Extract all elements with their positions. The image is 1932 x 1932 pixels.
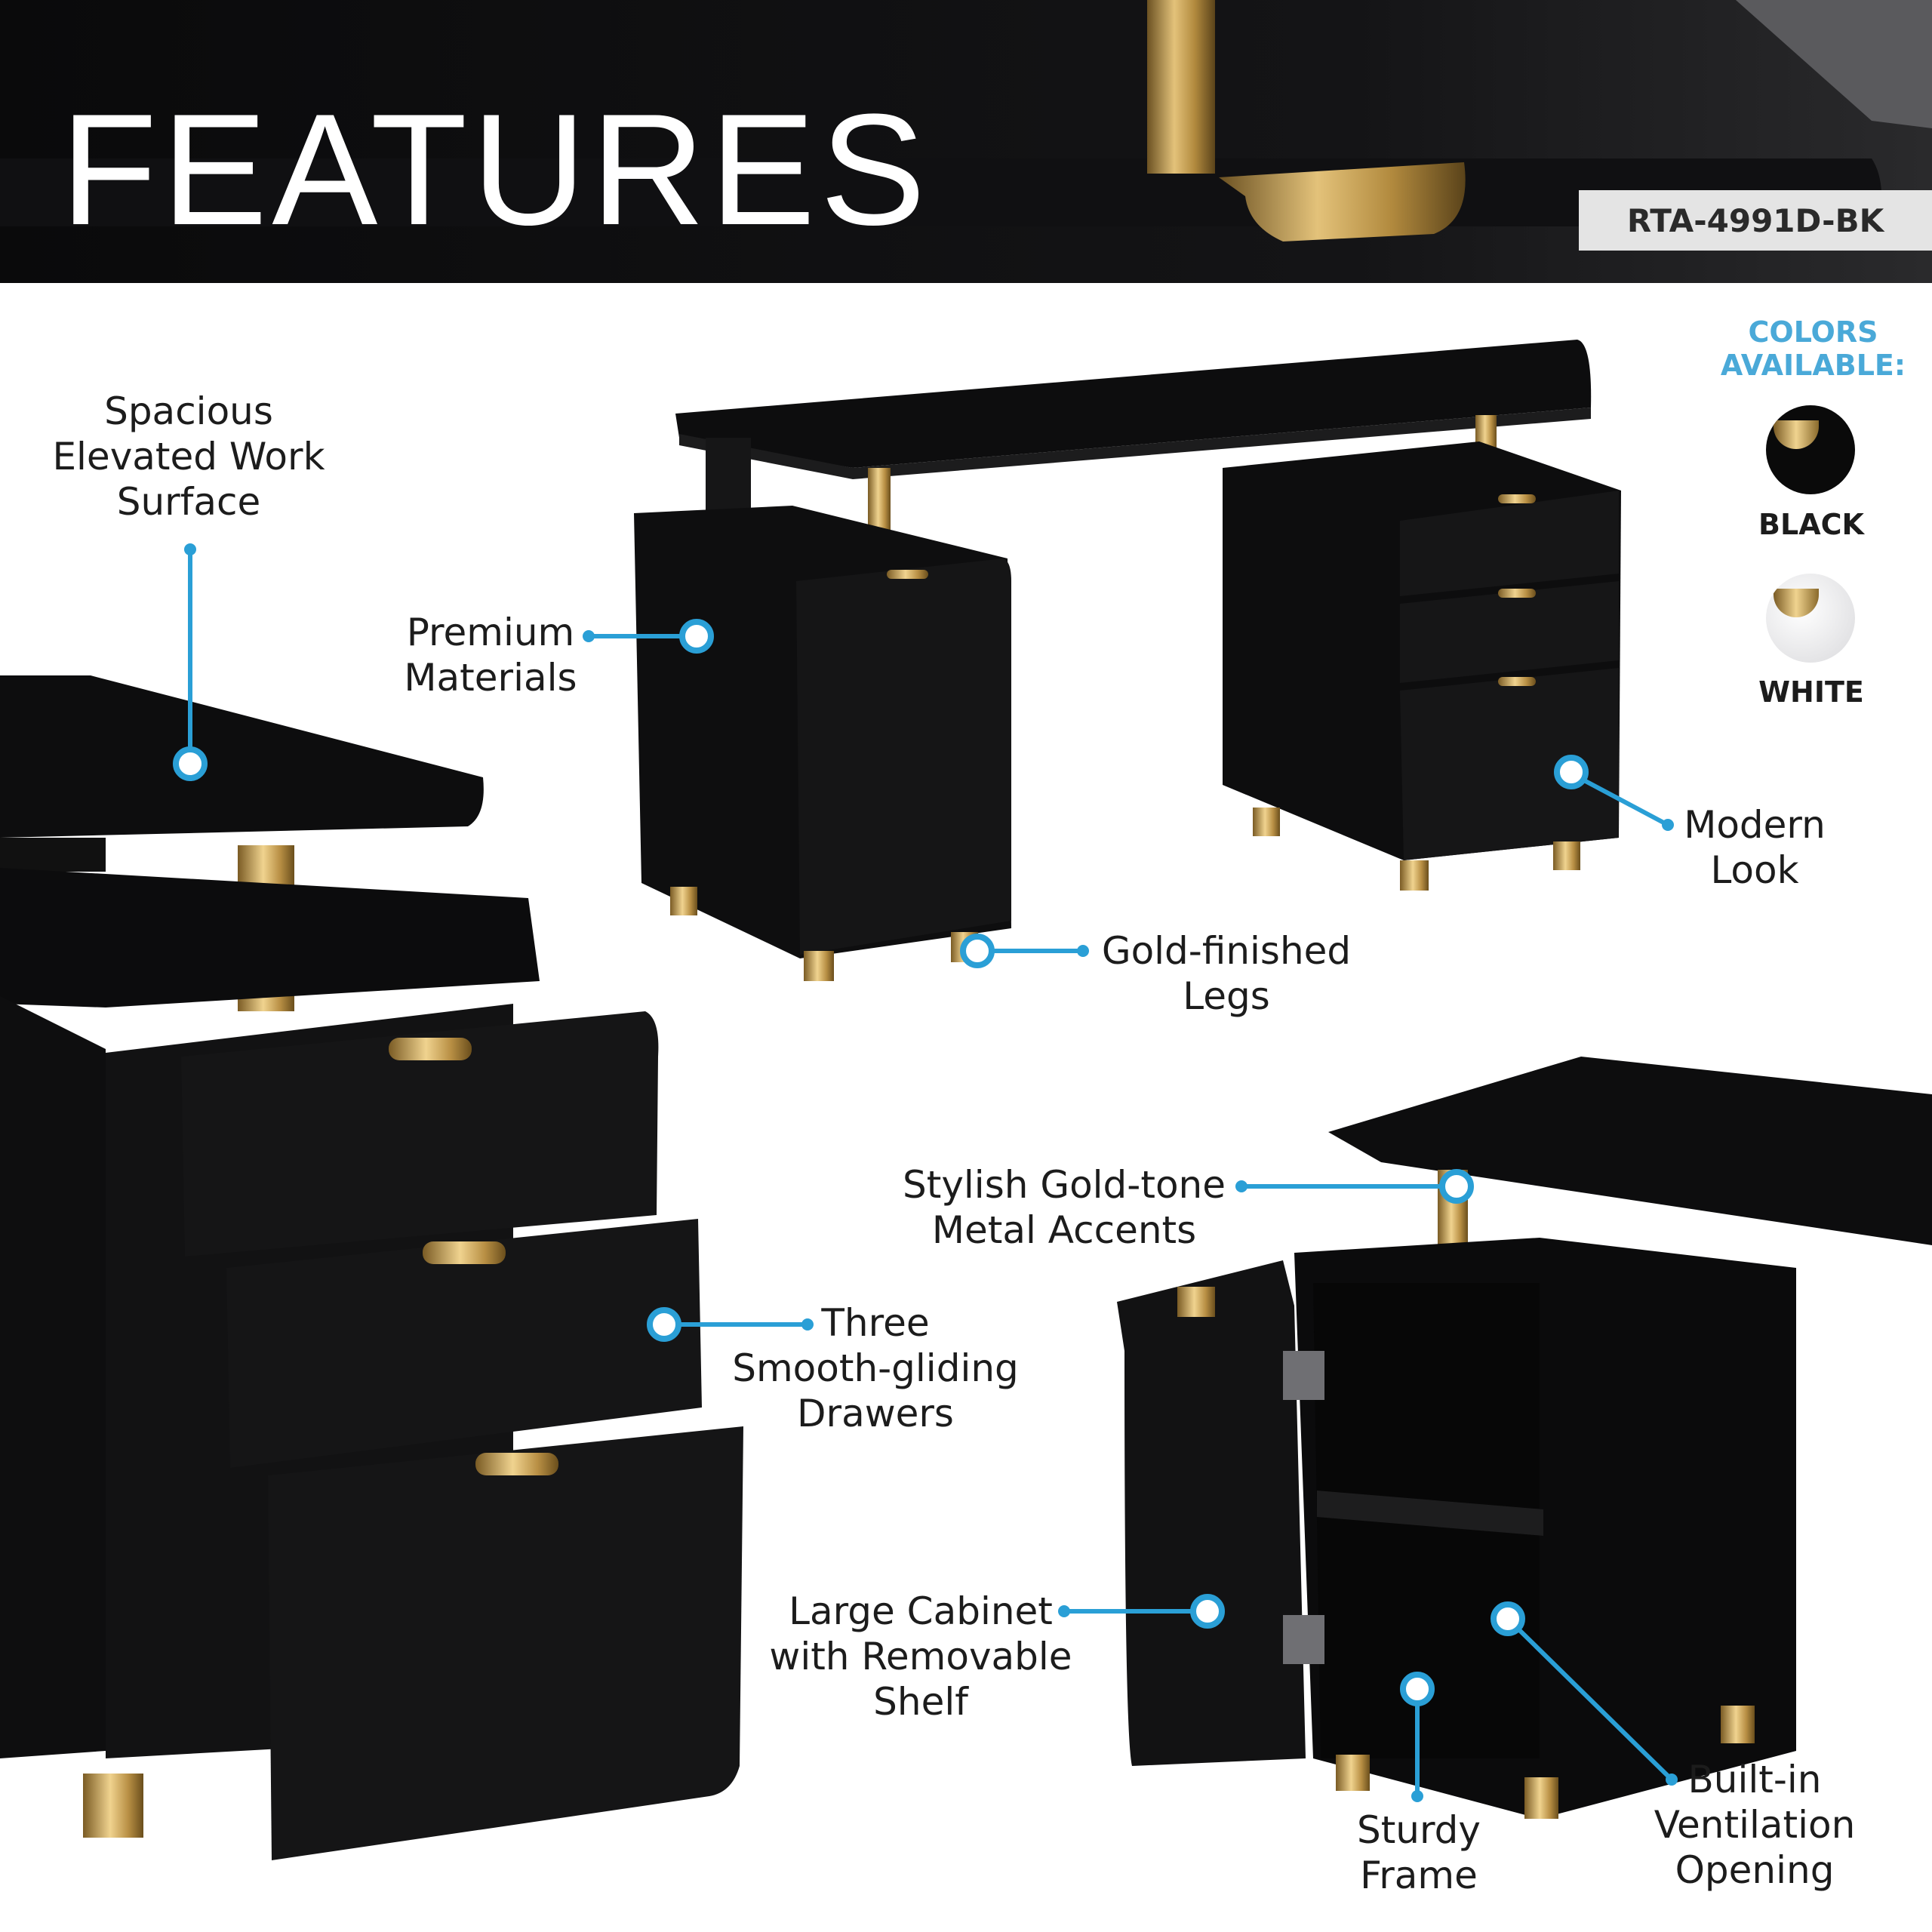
marker-premium [679, 619, 714, 654]
drawers-closeup [0, 675, 743, 1860]
sku-badge: RTA-4991D-BK [1579, 190, 1932, 251]
marker-cabinet [1190, 1594, 1225, 1629]
page-title: FEATURES [60, 81, 931, 258]
swatch-white[interactable] [1766, 574, 1855, 663]
marker-accents [1439, 1169, 1474, 1204]
header-banner: FEATURES RTA-4991D-BK [0, 0, 1932, 283]
label-modern-look: Modern Look [1684, 803, 1826, 892]
label-large-cabinet: Large Cabinet with Removable Shelf [769, 1589, 1072, 1724]
callout-lines [188, 549, 1674, 1796]
label-ventilation: Built-in Ventilation Opening [1654, 1758, 1856, 1892]
label-sturdy-frame: Sturdy Frame [1356, 1808, 1481, 1897]
marker-ventilation [1491, 1601, 1525, 1636]
label-three-drawers: Three Smooth-gliding Drawers [732, 1301, 1019, 1435]
label-premium-materials: Premium Materials [404, 611, 577, 700]
colors-available-heading: COLORS AVAILABLE: [1720, 315, 1906, 382]
marker-legs [960, 934, 995, 968]
marker-drawers [647, 1307, 681, 1342]
marker-modern [1554, 755, 1589, 789]
desk-front-view [634, 340, 1621, 981]
swatch-black[interactable] [1766, 405, 1855, 494]
label-gold-accents: Stylish Gold-tone Metal Accents [902, 1163, 1226, 1252]
marker-frame [1400, 1672, 1435, 1706]
label-gold-legs: Gold-finished Legs [1101, 929, 1352, 1018]
header-photo [0, 0, 1932, 283]
swatch-white-label: WHITE [1758, 675, 1864, 709]
marker-spacious [173, 746, 208, 781]
swatch-black-label: BLACK [1758, 508, 1864, 541]
label-spacious-surface: Spacious Elevated Work Surface [52, 389, 325, 524]
